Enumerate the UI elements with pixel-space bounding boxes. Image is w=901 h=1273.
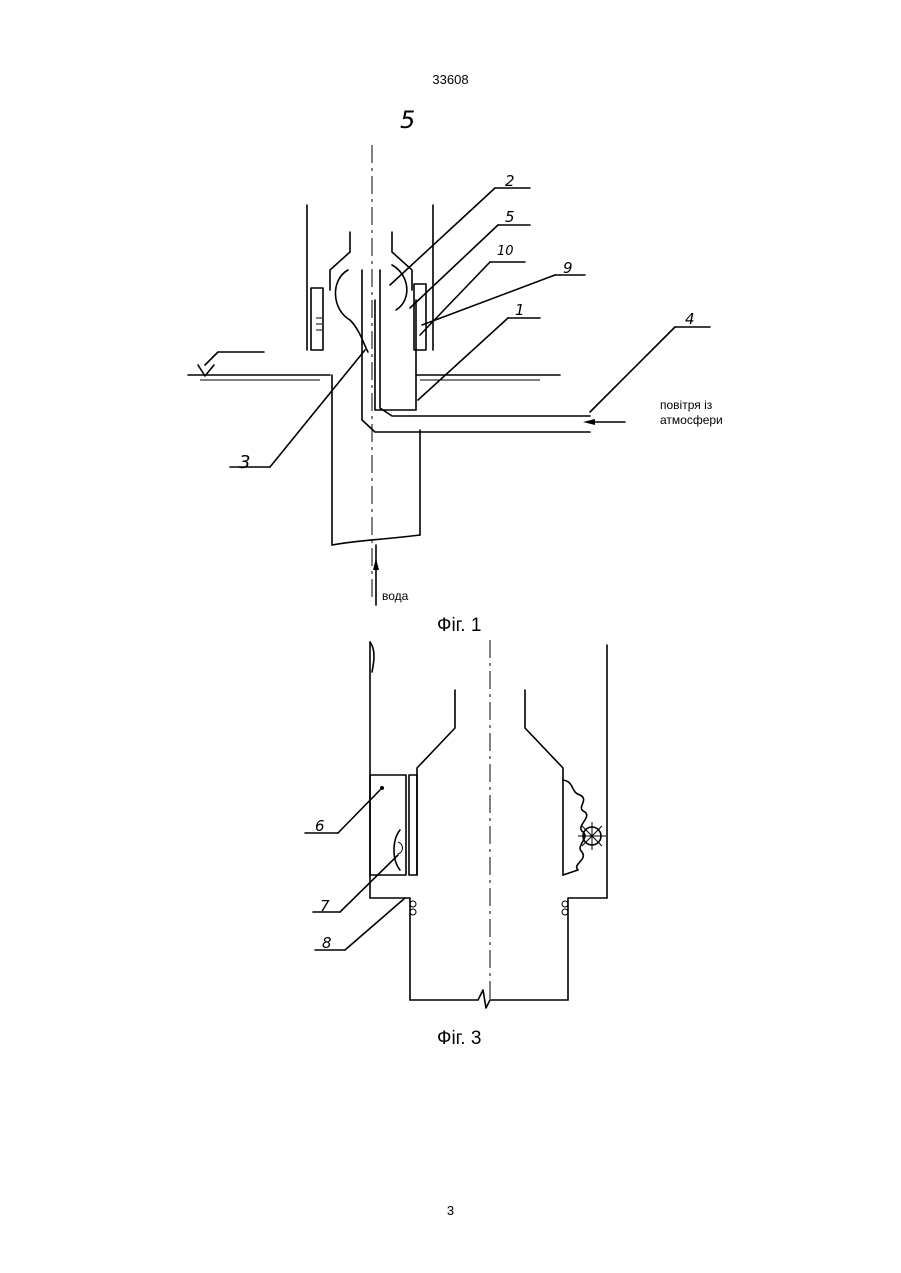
water-label: вода xyxy=(382,589,408,603)
page-number: 3 xyxy=(0,1203,901,1218)
figure-3-drawing xyxy=(305,640,607,1008)
fig1-label-5: 5 xyxy=(505,208,515,226)
fig3-label-8: 8 xyxy=(322,934,332,952)
figure-1-caption: Фіг. 1 xyxy=(437,615,481,637)
fig1-label-1: 1 xyxy=(515,301,525,319)
fig1-label-9: 9 xyxy=(563,259,573,277)
fig1-label-4: 4 xyxy=(685,310,695,328)
fig1-label-10: 10 xyxy=(497,244,514,259)
figure-3-caption: Фіг. 3 xyxy=(437,1028,481,1050)
fig1-label-3: 3 xyxy=(239,452,250,473)
fig3-label-6: 6 xyxy=(315,817,325,835)
fig3-label-7: 7 xyxy=(320,897,330,915)
air-from-atmosphere-line2: атмосфери xyxy=(660,413,723,427)
figure-1-drawing xyxy=(188,145,710,605)
air-from-atmosphere-line1: повітря із xyxy=(660,398,712,412)
fig1-label-2: 2 xyxy=(505,172,515,190)
fig1-top-label: 5 xyxy=(400,106,415,134)
